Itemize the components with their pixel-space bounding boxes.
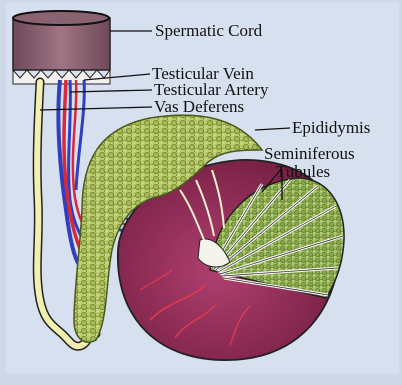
label-vas-deferens: Vas Deferens [154,98,244,115]
label-epididymis: Epididymis [292,119,370,136]
spermatic-cord-sheath [13,11,110,84]
label-tubules: Tubules [276,163,330,180]
label-testicular-artery: Testicular Artery [154,81,268,98]
label-spermatic-cord: Spermatic Cord [155,22,262,39]
label-seminiferous: Seminiferous [264,145,355,162]
